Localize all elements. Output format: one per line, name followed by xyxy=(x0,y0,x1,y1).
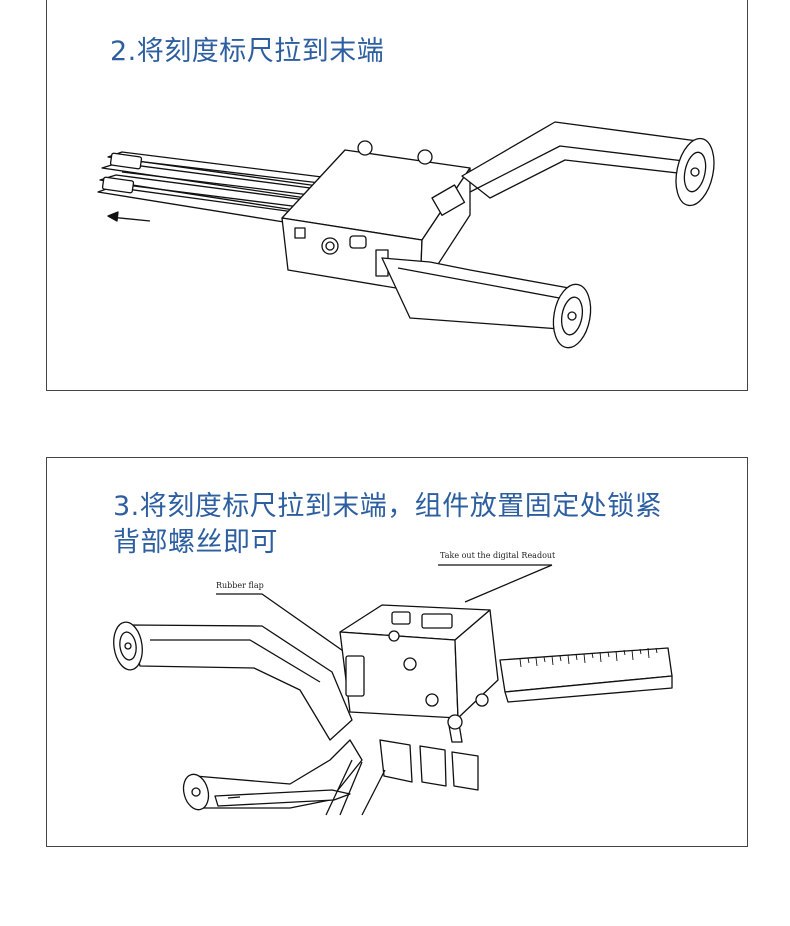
step3-title-line2: 背部螺丝即可 xyxy=(113,527,278,558)
step3-title-line1: 3.将刻度标尺拉到末端，组件放置固定处锁紧 xyxy=(113,491,663,522)
digital-readout-annotation: Take out the digital Readout xyxy=(440,551,556,560)
step2-title: 2.将刻度标尺拉到末端 xyxy=(110,36,385,67)
rubber-flap-annotation: Rubber flap xyxy=(216,581,264,590)
